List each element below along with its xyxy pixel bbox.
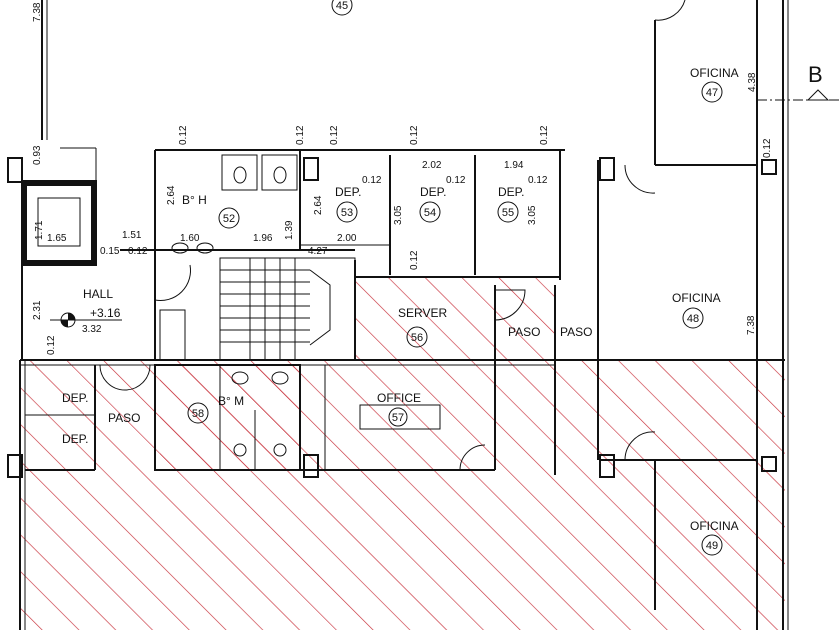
dimension-label: 1.65 [47, 233, 67, 244]
room-56[interactable]: SERVER 56 [398, 306, 447, 348]
dimension-label: 1.94 [504, 160, 524, 171]
dimension-label: 0.12 [528, 175, 548, 186]
dimension-label: 2.31 [32, 300, 43, 320]
room-name: DEP. [498, 185, 524, 199]
hall[interactable]: HALL +3.16 3.32 [50, 287, 122, 335]
room-54[interactable]: DEP. 54 [419, 185, 446, 223]
room-55[interactable]: DEP. 55 [497, 185, 524, 223]
room-name: OFICINA [672, 291, 721, 305]
room-53[interactable]: DEP. 53 [335, 185, 361, 223]
dimension-label: 0.12 [409, 125, 420, 145]
room-45[interactable]: 45 [331, 0, 353, 16]
room-number: 56 [411, 332, 423, 344]
room-47[interactable]: OFICINA 47 [690, 66, 739, 103]
paso-label: PASO [508, 325, 540, 339]
dimension-label: 1.71 [34, 220, 45, 240]
room-number: 53 [341, 207, 353, 219]
level-marker: +3.16 [90, 306, 121, 320]
walls [19, 0, 840, 630]
room-57[interactable]: OFFICE 57 [377, 391, 421, 427]
room-52[interactable]: B° H 52 [182, 193, 240, 229]
dimension-label: 2.64 [313, 195, 324, 215]
office-desk [359, 404, 441, 430]
room-number: 47 [706, 87, 718, 99]
room-number: 58 [192, 408, 204, 420]
room-number: 48 [687, 313, 699, 325]
dimension-label: 0.12 [128, 246, 148, 257]
section-marker-b: B [806, 62, 830, 101]
dimension-label: 1.60 [180, 233, 200, 244]
dep-label: DEP. [62, 391, 88, 405]
columns [7, 157, 777, 478]
room-name: B° M [218, 394, 244, 408]
room-number: 57 [392, 412, 404, 424]
room-name: DEP. [335, 185, 361, 199]
room-name: HALL [83, 287, 113, 301]
room-name: B° H [182, 193, 207, 207]
dimension-label: 7.38 [32, 2, 43, 22]
dimension-label: 1.51 [122, 230, 142, 241]
level-sub: 3.32 [82, 324, 102, 335]
dimension-label: 2.00 [337, 233, 357, 244]
dimension-label: 3.05 [393, 205, 404, 225]
dimension-label: 0.12 [178, 125, 189, 145]
dimension-label: 0.93 [32, 145, 43, 165]
paso-label: PASO [560, 325, 592, 339]
room-name: DEP. [420, 185, 446, 199]
dimension-label: 0.15 [100, 246, 120, 257]
room-name: SERVER [398, 306, 447, 320]
room-number: 45 [336, 0, 348, 12]
room-48[interactable]: OFICINA 48 [672, 291, 721, 329]
dimension-label: 2.02 [422, 160, 442, 171]
room-number: 49 [706, 540, 718, 552]
dimension-label: 0.12 [446, 175, 466, 186]
dimension-label: 7.38 [746, 315, 757, 335]
dimension-label: 3.05 [527, 205, 538, 225]
room-49[interactable]: OFICINA 49 [690, 519, 739, 556]
room-name: OFICINA [690, 66, 739, 80]
room-number: 55 [502, 207, 514, 219]
room-number: 52 [223, 213, 235, 225]
dimension-label: 0.12 [362, 175, 382, 186]
dimension-label: 1.96 [253, 233, 273, 244]
dimension-label: 0.12 [409, 250, 420, 270]
dimension-label: 0.12 [762, 138, 773, 158]
dimension-label: 0.12 [46, 335, 57, 355]
dimension-label: 0.12 [295, 125, 306, 145]
dimension-label: 4.38 [747, 72, 758, 92]
dimension-label: 4.27 [308, 246, 328, 257]
section-letter: B [808, 62, 823, 87]
hatched-area [20, 277, 785, 630]
dimension-label: 0.12 [539, 125, 550, 145]
dimensions: 7.38 4.38 7.38 0.12 0.12 0.12 0.12 0.12 … [32, 2, 773, 355]
dimension-label: 2.64 [166, 185, 177, 205]
room-name: OFFICE [377, 391, 421, 405]
paso-label: PASO [108, 411, 140, 425]
dimension-label: 0.12 [329, 125, 340, 145]
room-number: 54 [424, 207, 436, 219]
dimension-label: 1.39 [284, 220, 295, 240]
room-58[interactable]: 58 B° M [187, 394, 244, 424]
dep-label: DEP. [62, 432, 88, 446]
room-name: OFICINA [690, 519, 739, 533]
